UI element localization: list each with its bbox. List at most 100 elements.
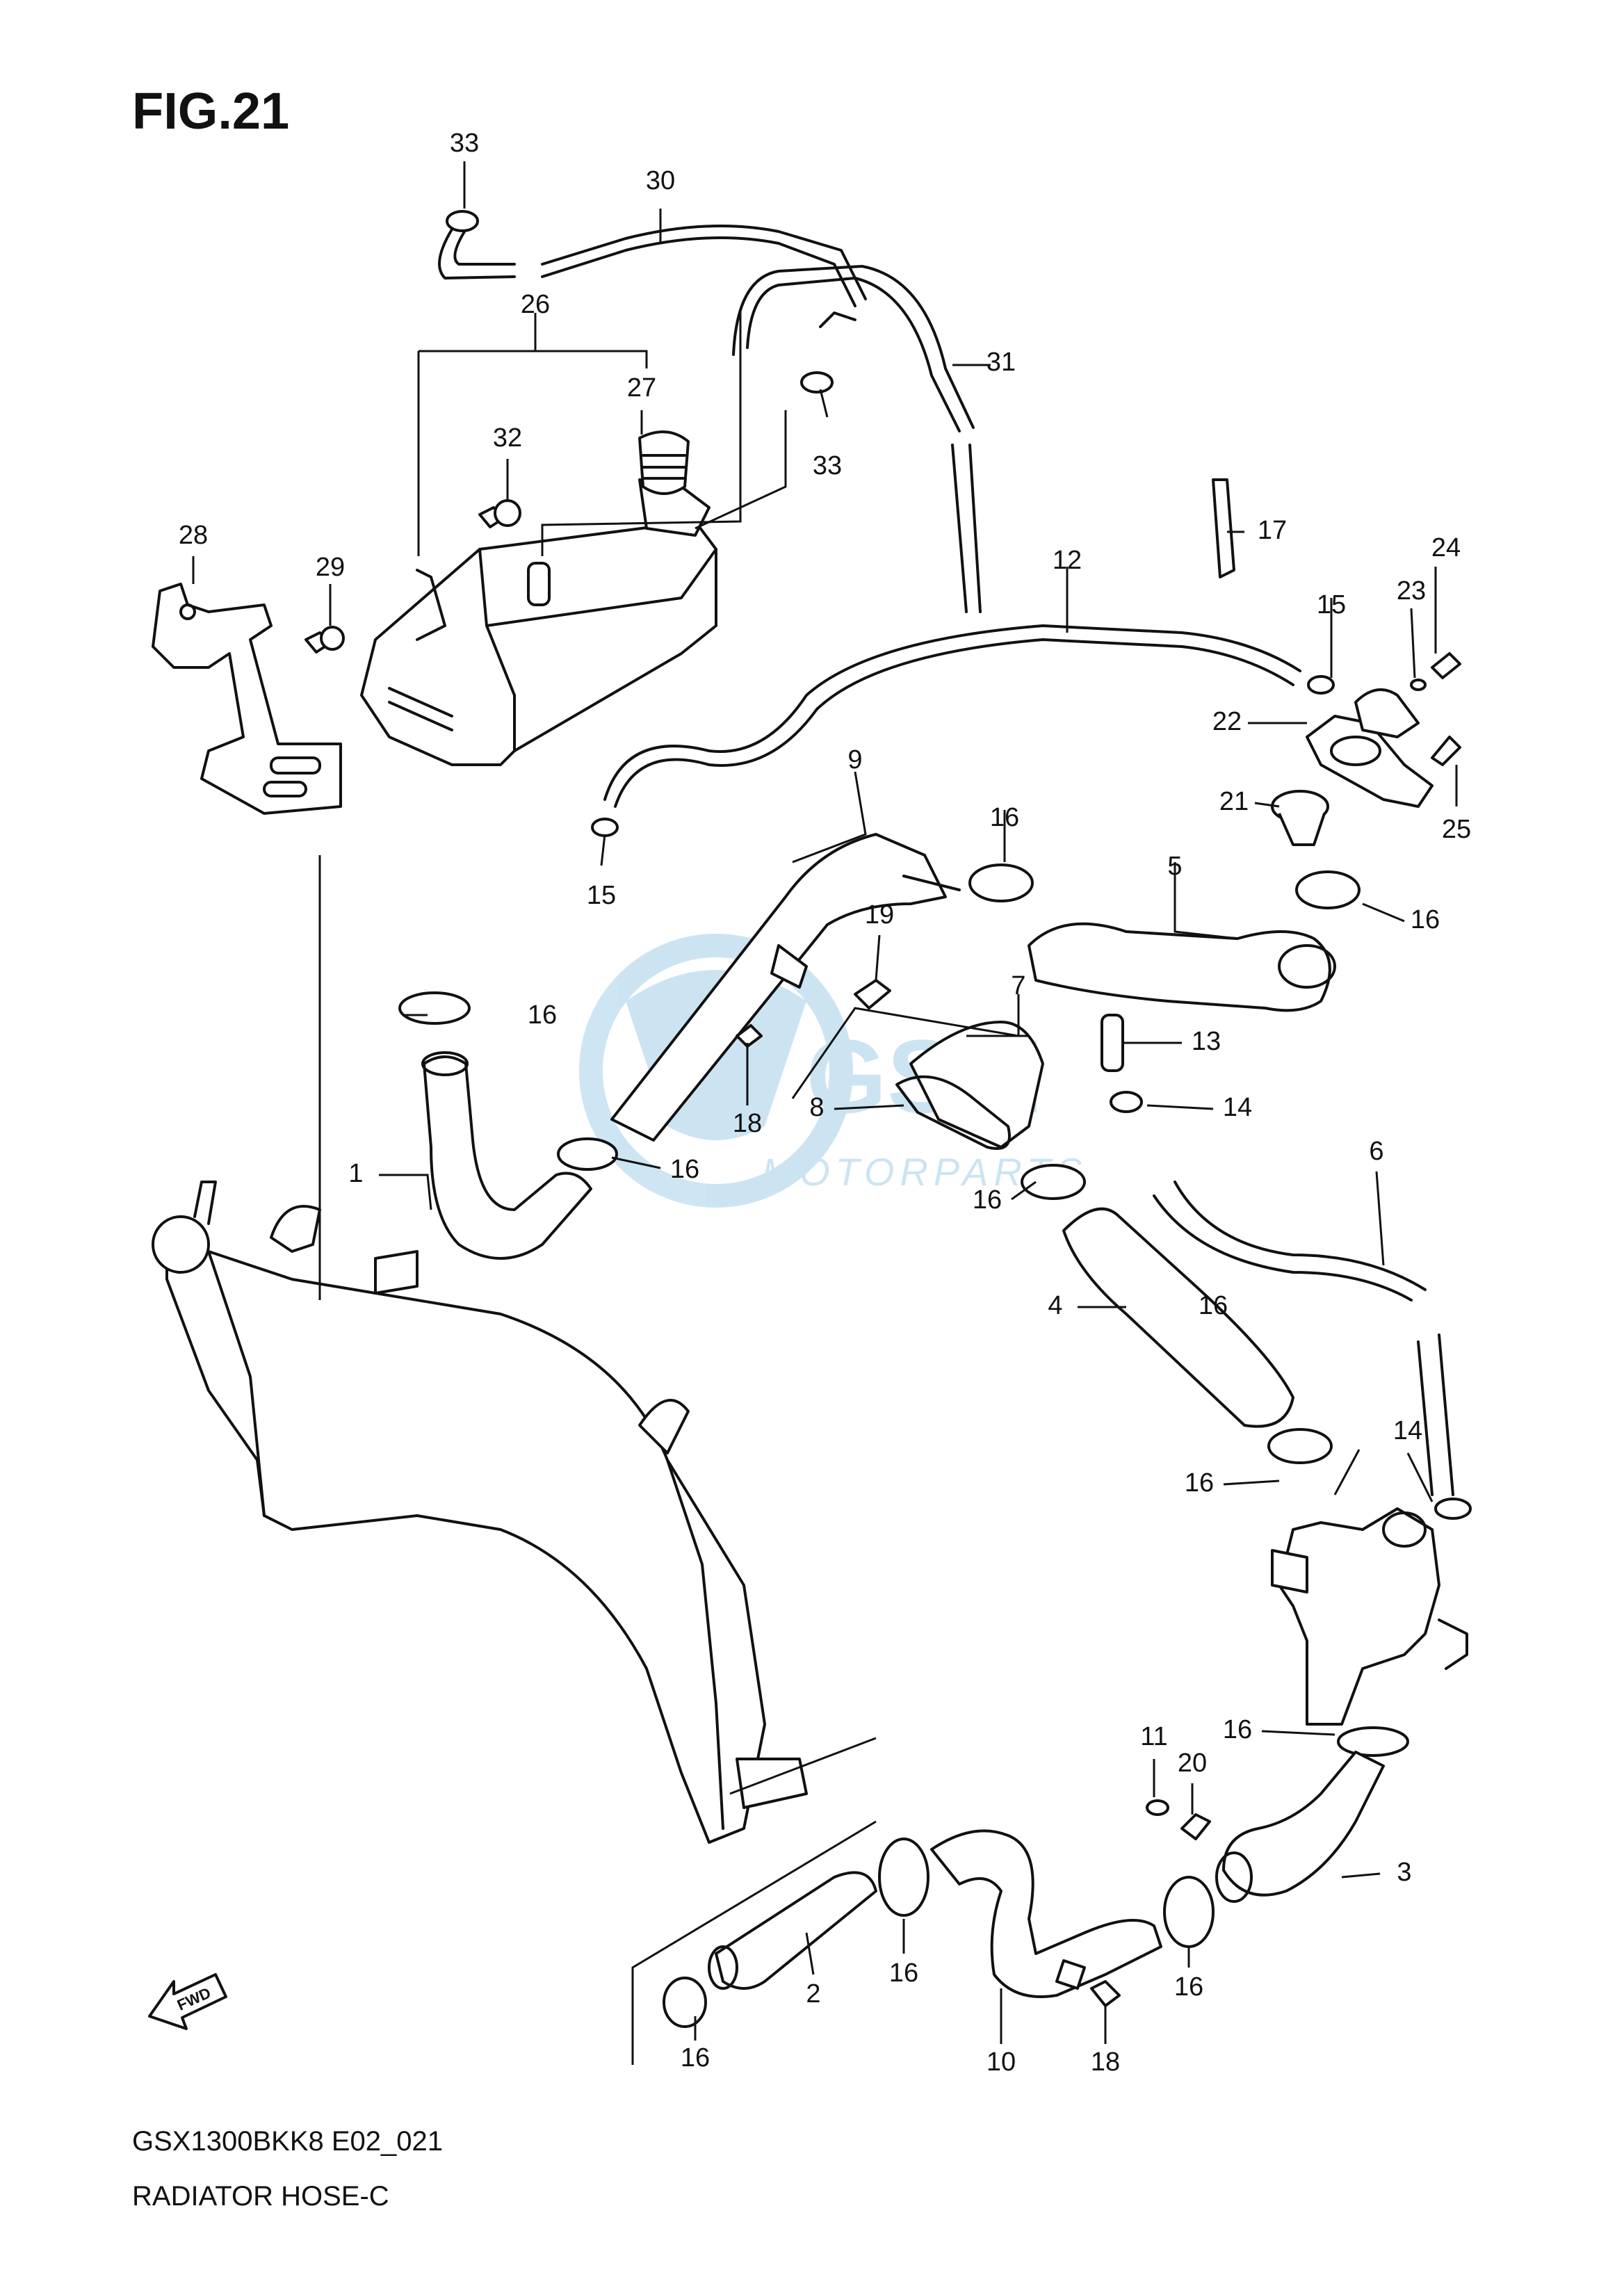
callout: 16	[973, 1185, 1002, 1215]
callout: 17	[1258, 516, 1287, 545]
bolt-24	[1431, 652, 1461, 679]
callout: 27	[627, 373, 656, 403]
bolt-19	[854, 979, 891, 1009]
callout: 3	[1397, 1858, 1411, 1887]
callout: 16	[889, 1959, 918, 1988]
callout: 7	[1011, 971, 1025, 1000]
callout: 33	[450, 129, 479, 158]
bolt-20	[1180, 1813, 1211, 1840]
callout: 16	[1185, 1468, 1214, 1498]
reservoir-cap	[638, 430, 690, 495]
model-code: GSX1300BKK8 E02_021	[132, 2126, 443, 2157]
callout: 15	[587, 881, 616, 910]
clamp-16-f	[1267, 1428, 1333, 1464]
clamp-14-lower	[1434, 1498, 1472, 1520]
figure-name: RADIATOR HOSE-C	[132, 2181, 389, 2212]
hose-5	[1028, 922, 1336, 1012]
hose-1	[421, 1051, 592, 1260]
callout: 19	[865, 900, 894, 930]
leader-lines	[192, 161, 1458, 2065]
gasket-8	[895, 1075, 1011, 1150]
callout: 2	[806, 1979, 820, 2009]
bolt-25	[1431, 736, 1461, 766]
washer-23	[1410, 679, 1427, 691]
callout: 30	[646, 166, 675, 195]
callout: 16	[681, 2043, 710, 2073]
callout: 31	[986, 348, 1016, 377]
callout: 20	[1178, 1749, 1207, 1778]
callout: 25	[1442, 815, 1471, 844]
callout: 6	[1369, 1137, 1383, 1166]
hose-2	[708, 1871, 877, 1990]
callout: 33	[813, 451, 842, 480]
clamp-33-mid	[800, 371, 834, 394]
callout: 5	[1167, 852, 1182, 881]
radiator	[152, 1181, 808, 1844]
bolt-29	[304, 626, 345, 654]
reservoir-tank	[360, 478, 717, 766]
callout-labels: 33 30 26 27 31 32 33 28 29 17 12 24 23 1…	[179, 129, 1471, 2077]
hose-6	[1153, 1181, 1454, 1496]
clamp-16-g	[1337, 1726, 1409, 1757]
thermostat	[1271, 790, 1329, 846]
washer-11	[1146, 1799, 1169, 1816]
hose-10	[930, 1829, 1162, 1998]
callout: 9	[847, 745, 862, 775]
bolt-32	[478, 499, 521, 528]
clamp-16-h	[878, 1838, 929, 1917]
bracket-17	[1212, 478, 1235, 578]
callout: 29	[316, 553, 345, 582]
clamp-16-i	[1163, 1876, 1215, 1948]
callout: 12	[1053, 546, 1082, 575]
bolt-18-lower	[1090, 1980, 1121, 2007]
figure-title: FIG.21	[132, 82, 289, 140]
breather-hose-31	[732, 265, 982, 613]
fwd-arrow-icon: FWD	[148, 1973, 227, 2030]
callout: 13	[1192, 1027, 1221, 1056]
callout: 23	[1397, 576, 1426, 606]
clamp-16-j	[663, 1977, 707, 2028]
callout: 16	[1223, 1715, 1252, 1744]
clamp-16-a	[398, 991, 471, 1025]
callout: 8	[809, 1093, 824, 1122]
callout: 16	[990, 803, 1019, 832]
callout: 1	[348, 1159, 363, 1188]
clamp-15-left	[591, 818, 619, 837]
callout: 28	[179, 521, 208, 550]
clamp-14-upper	[1110, 1091, 1143, 1113]
water-pump	[1271, 1507, 1468, 1726]
callout: 14	[1223, 1093, 1252, 1122]
callout: 18	[1091, 2047, 1120, 2077]
callout: 24	[1431, 533, 1461, 562]
callout: 22	[1212, 707, 1242, 736]
callout: 15	[1317, 590, 1346, 619]
clamp-16-d	[1295, 870, 1361, 909]
clamp-16-c	[968, 863, 1034, 902]
breather-hose-30	[438, 225, 867, 307]
callout: 16	[1411, 905, 1440, 934]
callout: 32	[493, 423, 522, 453]
clamp-16-b	[557, 1137, 618, 1171]
callout: 4	[1048, 1291, 1062, 1320]
callout: 21	[1219, 787, 1249, 816]
thermostat-housing	[1306, 688, 1434, 808]
callout: 16	[670, 1155, 699, 1184]
hose-12	[603, 624, 1301, 808]
callout: 16	[1199, 1291, 1228, 1320]
callout: 18	[733, 1109, 762, 1138]
reservoir-bracket	[152, 583, 342, 815]
hose-9	[610, 833, 961, 1142]
hose-3	[1215, 1751, 1385, 1903]
clamp-16-e	[1021, 1164, 1086, 1200]
fitting-13	[1101, 1014, 1124, 1072]
clamp-33-top	[446, 210, 479, 232]
thermostat-cover	[909, 1021, 1044, 1149]
callout: 16	[528, 1000, 557, 1030]
hose-4	[1062, 1207, 1294, 1428]
bolt-18-upper	[736, 1024, 763, 1048]
callout: 16	[1174, 1972, 1203, 2002]
callout: 14	[1393, 1416, 1422, 1445]
callout: 26	[521, 290, 550, 319]
clamp-15-right	[1307, 675, 1335, 695]
